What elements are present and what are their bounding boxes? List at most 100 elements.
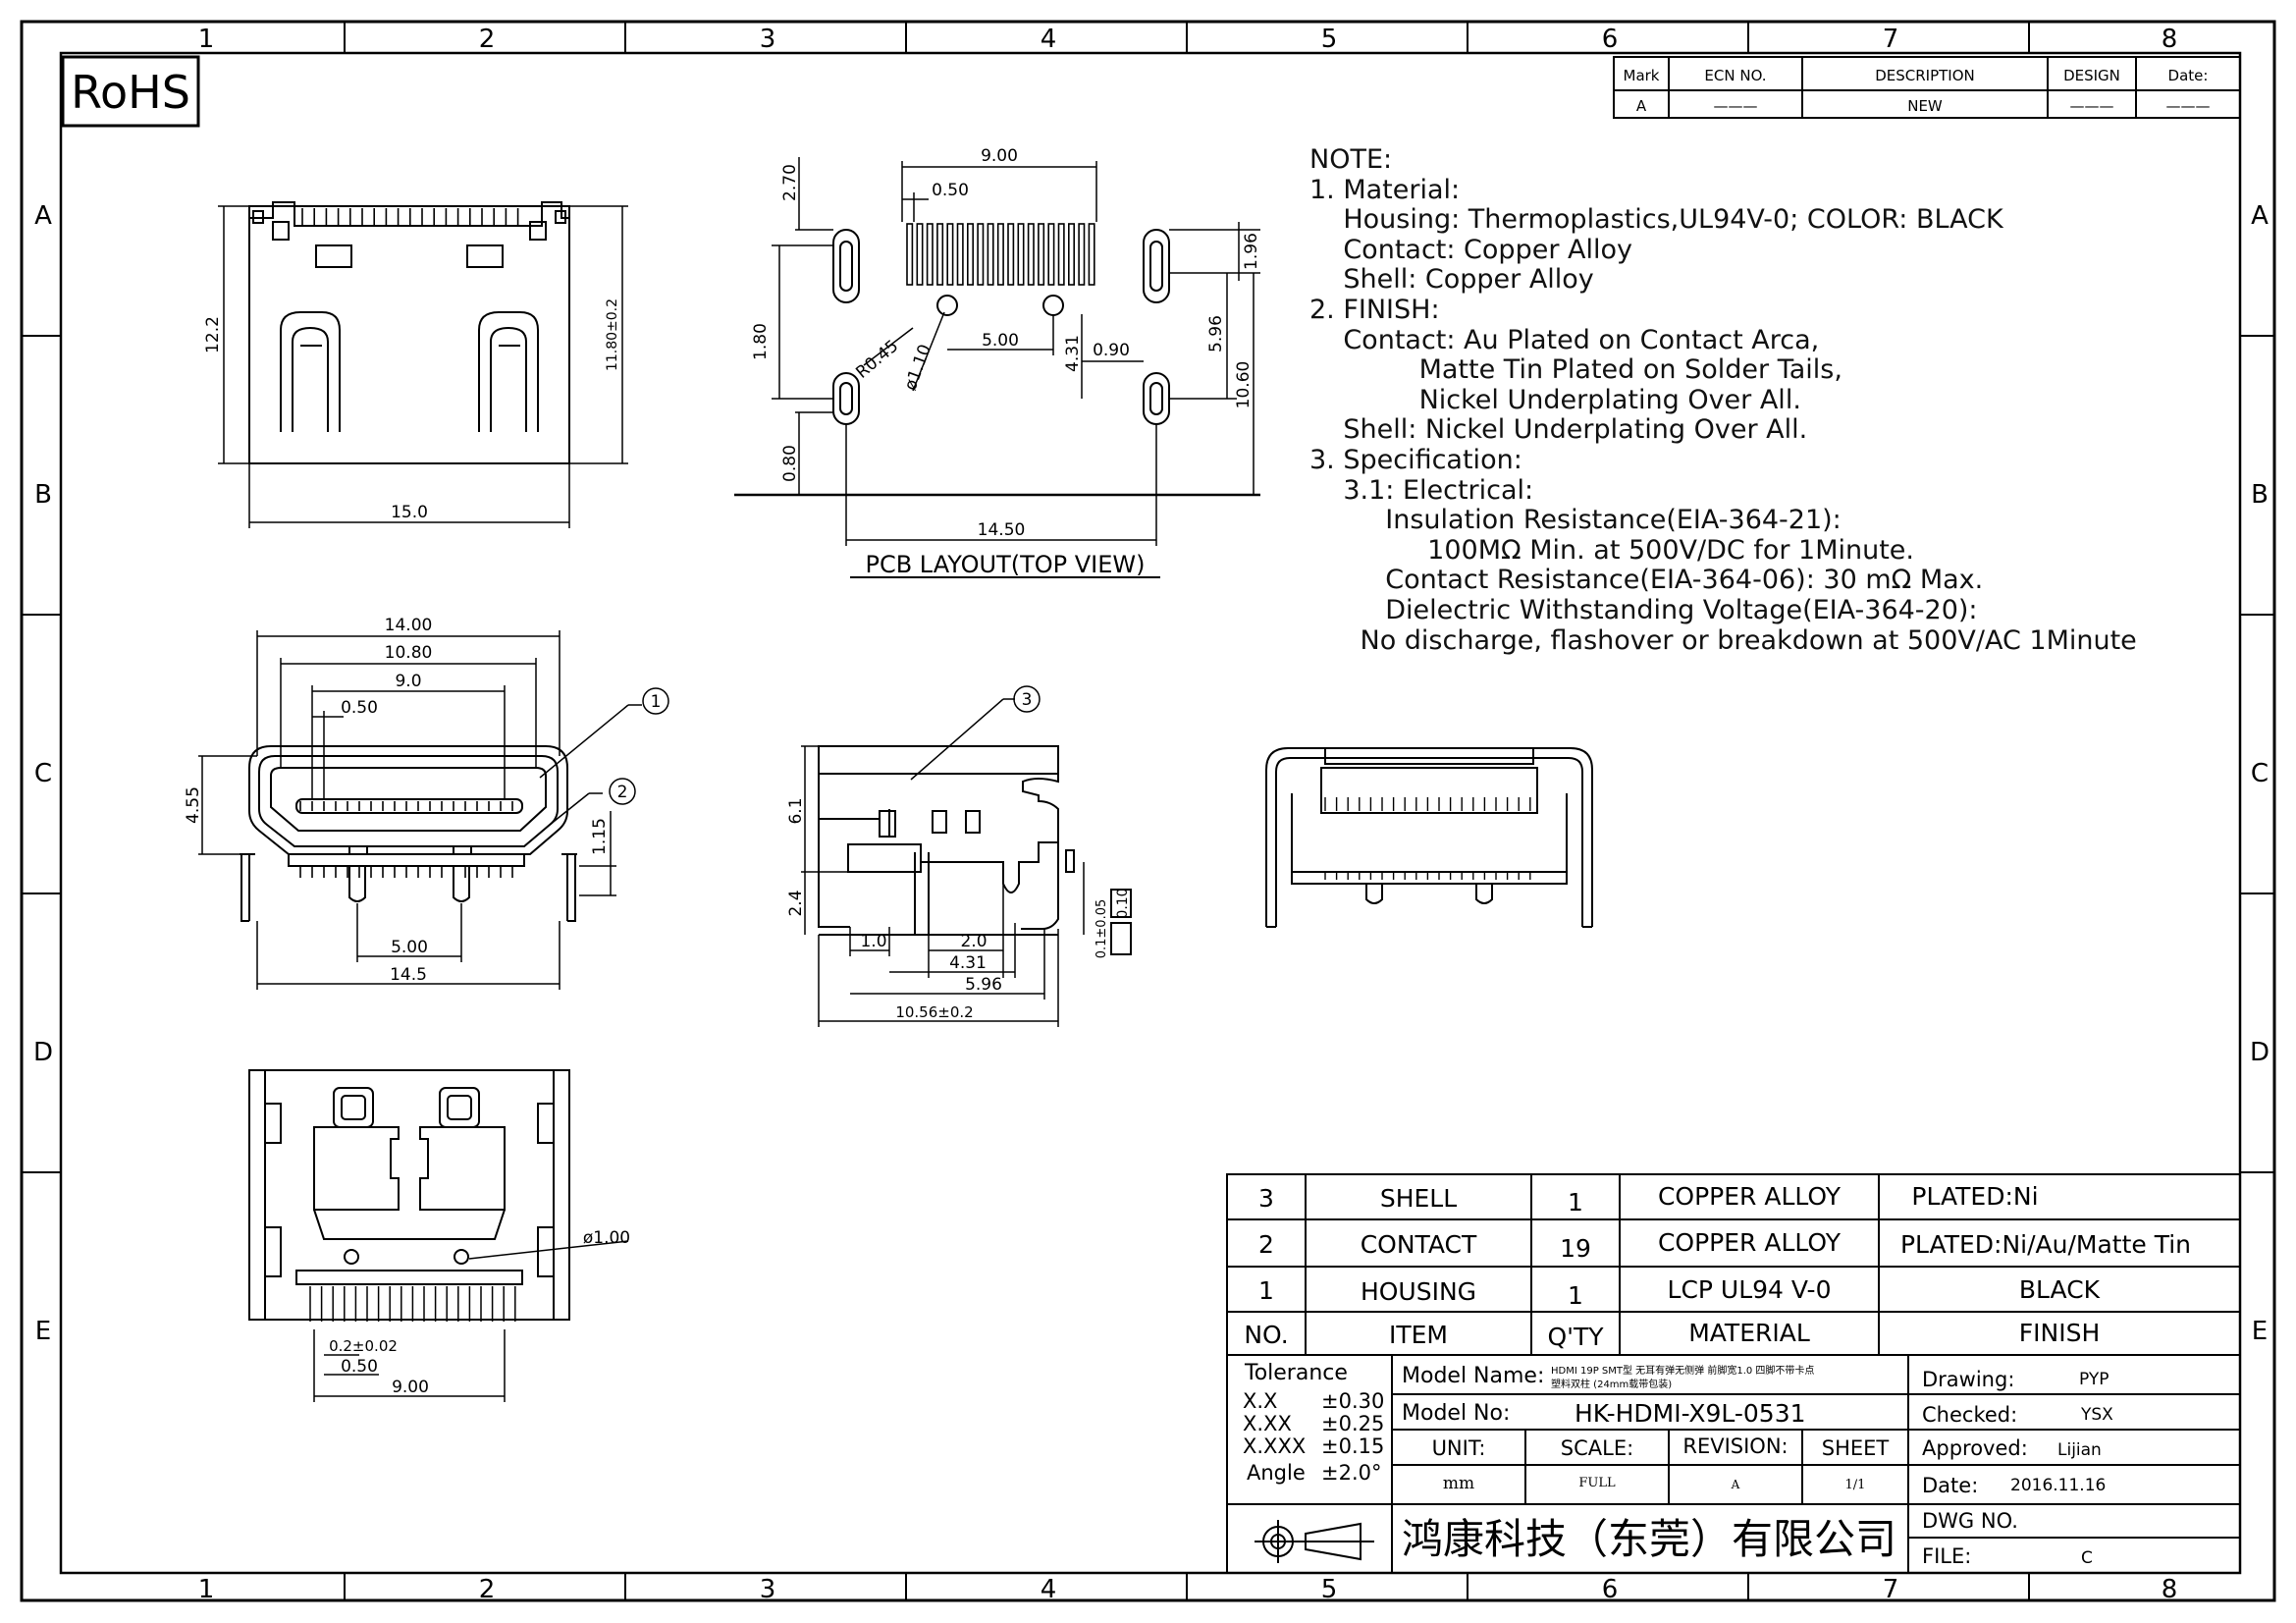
tolerance-val: ±0.15: [1321, 1434, 1384, 1458]
rev-cell-date: ———: [2166, 97, 2211, 115]
bottom-view: [248, 1069, 570, 1321]
dim-pcb-1450: 14.50: [978, 520, 1026, 540]
tolerance-val: ±0.30: [1321, 1389, 1384, 1413]
bom-qty: 19: [1560, 1234, 1591, 1263]
bom-qty: 1: [1568, 1281, 1583, 1310]
bom-header-material: MATERIAL: [1688, 1319, 1810, 1347]
col-label-top: 4: [1041, 25, 1057, 54]
title-block: [1226, 1354, 2241, 1574]
note-line: Contact: Au Plated on Contact Arca,: [1309, 324, 1820, 355]
dim-pcb-1060: 10.60: [1234, 361, 1254, 409]
top-view-dims: [218, 205, 628, 528]
dim-side-flat: 0.1±0.05: [1095, 899, 1109, 959]
bom-header-finish: FINISH: [2019, 1319, 2101, 1347]
revision-table: [1613, 56, 2241, 119]
note-line: Shell: Copper Alloy: [1309, 264, 1594, 296]
dim-pcb-top: 2.70: [780, 164, 800, 201]
dim-bottom-02: 0.2±0.02: [329, 1337, 398, 1355]
dim-bottom-hole: ø1.00: [583, 1228, 630, 1248]
note-line: Dielectric Withstanding Voltage(EIA-364-…: [1309, 594, 1978, 625]
note-line: No discharge, flashover or breakdown at …: [1309, 624, 2137, 656]
rev-header-date: Date:: [2168, 67, 2209, 84]
checked-label: Checked:: [1922, 1403, 2017, 1427]
callout-3: 3: [1022, 690, 1033, 710]
dim-side-10: 1.0: [860, 932, 886, 951]
bom-finish: BLACK: [2019, 1275, 2101, 1304]
model-no-label: Model No:: [1402, 1401, 1510, 1426]
tolerance-key: X.XXX: [1243, 1434, 1306, 1458]
side-view-dims: [801, 685, 1085, 1027]
drawing-value: PYP: [2079, 1370, 2109, 1389]
dim-pcb-radius: R0.45: [852, 337, 902, 383]
col-label-top: 8: [2162, 25, 2178, 54]
row-label-right: E: [2252, 1317, 2268, 1346]
dim-front-500: 5.00: [391, 938, 428, 957]
col-label-top: 3: [760, 25, 776, 54]
bom-header-no: NO.: [1244, 1321, 1288, 1349]
revision-label: REVISION:: [1682, 1434, 1788, 1458]
pcb-pad: [906, 223, 914, 286]
grid-ticks: [22, 22, 2274, 1600]
note-line: Contact: Copper Alloy: [1309, 234, 1632, 265]
bom-qty: 1: [1568, 1188, 1583, 1217]
row-label-left: A: [34, 201, 52, 231]
model-name-label: Model Name:: [1402, 1364, 1544, 1388]
row-label-right: D: [2250, 1038, 2269, 1067]
bom-material: LCP UL94 V-0: [1668, 1275, 1832, 1304]
pcb-pad: [946, 223, 954, 286]
dim-pcb-pad-len: 1.96: [1242, 233, 1261, 270]
approved-value: Lijian: [2057, 1440, 2102, 1460]
dim-front-115: 1.15: [590, 818, 610, 855]
col-label-bottom: 5: [1321, 1575, 1338, 1604]
bom-header-qty: Q'TY: [1547, 1323, 1604, 1351]
col-label-top: 1: [198, 25, 215, 54]
pcb-pad: [916, 223, 924, 286]
note-line: 3.1: Electrical:: [1309, 474, 1534, 506]
note-line: 3. Specification:: [1309, 444, 1522, 475]
dim-top-depth: 11.80±0.2: [605, 298, 620, 371]
pcb-pad: [1068, 223, 1076, 286]
note-line: Matte Tin Plated on Solder Tails,: [1309, 354, 1842, 386]
dim-side-61: 6.1: [786, 797, 806, 824]
pcb-pad: [966, 223, 974, 286]
row-label-left: B: [34, 480, 52, 510]
unit-value: mm: [1443, 1474, 1474, 1493]
dim-pcb-596: 5.96: [1206, 315, 1226, 352]
tolerance-val: ±0.25: [1321, 1412, 1384, 1435]
rear-view: [1265, 747, 1593, 928]
bottom-view-dims: [313, 1240, 629, 1402]
tolerance-label: Tolerance: [1244, 1361, 1348, 1385]
bom-no: 1: [1258, 1276, 1274, 1305]
sheet-label: SHEET: [1822, 1436, 1890, 1460]
rev-cell-design: ———: [2070, 97, 2114, 115]
side-view: [818, 745, 1132, 955]
bottom-view-pins: [309, 1286, 516, 1322]
pcb-pad: [1038, 223, 1045, 286]
file-value: C: [2081, 1548, 2093, 1568]
pcb-pad: [956, 223, 964, 286]
dim-top-height: 12.2: [203, 316, 223, 353]
col-label-bottom: 6: [1602, 1575, 1619, 1604]
scale-label: SCALE:: [1561, 1436, 1633, 1460]
pcb-pad: [1017, 223, 1025, 286]
dim-pcb-080: 0.80: [780, 445, 800, 482]
frame: [20, 20, 2276, 1602]
rev-cell-ecn: ———: [1714, 97, 1758, 115]
top-view-pins: [301, 208, 519, 226]
checked-value: YSX: [2080, 1405, 2113, 1425]
file-label: FILE:: [1922, 1544, 1971, 1568]
model-no: HK-HDMI-X9L-0531: [1575, 1399, 1806, 1428]
bom-item: CONTACT: [1361, 1230, 1477, 1259]
pcb-pad: [1057, 223, 1065, 286]
bom-material: COPPER ALLOY: [1658, 1182, 1842, 1211]
tolerance-key: Angle: [1247, 1461, 1306, 1485]
dim-pcb-431: 4.31: [1063, 335, 1083, 372]
drawing-label: Drawing:: [1922, 1368, 2014, 1391]
col-label-bottom: 3: [760, 1575, 776, 1604]
front-view-dims: [198, 630, 669, 990]
row-label-right: C: [2251, 759, 2269, 788]
bom-no: 3: [1258, 1184, 1274, 1213]
date-value: 2016.11.16: [2010, 1476, 2106, 1495]
pcb-layout-label: PCB LAYOUT(TOP VIEW): [865, 551, 1145, 578]
note-line: 1. Material:: [1309, 174, 1461, 205]
